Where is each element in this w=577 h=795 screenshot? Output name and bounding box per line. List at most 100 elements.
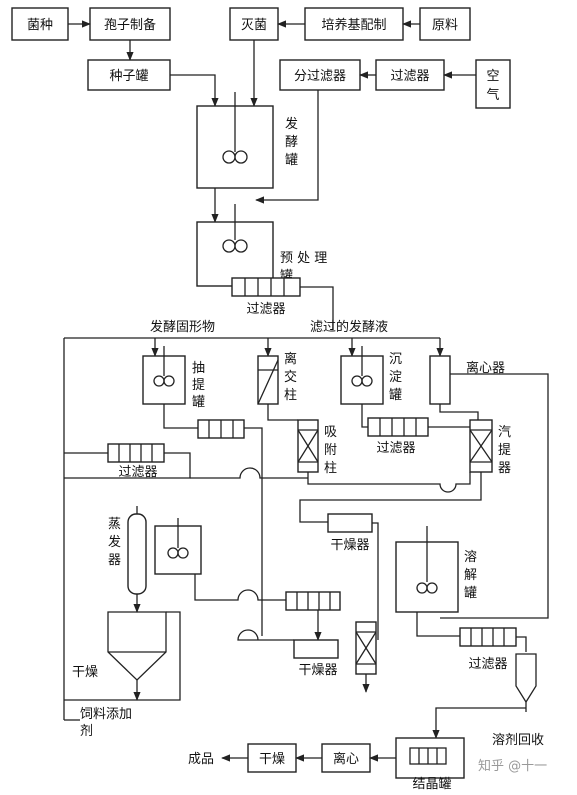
adsorb-label-1: 吸 (324, 425, 337, 440)
crystal-tank-box (395, 737, 465, 779)
precip-label-2: 淀 (389, 370, 402, 385)
arrow-subfilter-pretreat (255, 90, 319, 204)
ads-x2 (297, 429, 319, 463)
dry-final-label: 干燥 (259, 752, 285, 767)
extract-imp-r (163, 375, 175, 387)
line-precip-filter (361, 404, 368, 428)
filter-left-box (107, 443, 165, 463)
adsorb-label-2: 附 (324, 443, 337, 458)
filter-left-label: 过滤器 (118, 465, 157, 480)
ion-label-3: 柱 (284, 388, 297, 403)
centrifuge-final-label: 离心 (333, 751, 359, 767)
watermark: 知乎 @十一 (478, 758, 547, 774)
centrifuge-box (429, 355, 451, 405)
pretreat-filter-label: 过滤器 (246, 302, 285, 317)
dissolve-label-3: 罐 (464, 586, 477, 601)
cl-x2 (355, 631, 377, 665)
sub-filter-label: 分过滤器 (294, 69, 346, 84)
centrifuge-label: 离心器 (466, 360, 505, 376)
evaporator-label-1: 蒸 (108, 517, 121, 532)
solids-label: 发酵固形物 (150, 319, 215, 335)
dissolve-label-1: 溶 (464, 550, 477, 565)
side-imp-r (177, 547, 189, 559)
dissolve-imp-r (426, 582, 438, 594)
filter-low-label: 过滤器 (468, 657, 507, 672)
air-label-2: 气 (486, 87, 499, 103)
air-box (475, 59, 511, 109)
line-dryer-mid-down (372, 522, 379, 640)
fermenter-impeller-r (234, 150, 248, 164)
product-label: 成品 (188, 752, 214, 767)
strain-label: 菌种 (27, 18, 53, 33)
seed-prep-box (89, 7, 171, 41)
line-filterlow-vessel (516, 636, 527, 652)
filter-mid-box (367, 417, 429, 437)
line-ion-adsorb (267, 404, 298, 421)
line-extract-filter (163, 404, 198, 429)
extract-label-2: 提 (192, 377, 205, 393)
dryer-mid-label: 干燥器 (330, 538, 369, 553)
arrow-vessel-crystal (432, 707, 526, 739)
line-filter-down (300, 286, 334, 330)
line-hop-low (237, 629, 294, 641)
filtered-broth-label: 滤过的发酵液 (310, 319, 388, 335)
seed-tank-label: 种子罐 (109, 69, 148, 84)
line-adsorb-stripper (307, 472, 471, 493)
fermenter-label-2: 酵 (285, 135, 298, 150)
raw-label: 原料 (432, 18, 458, 33)
arrow-seedtank-fermenter (170, 74, 219, 107)
sterilize-label: 灭菌 (241, 18, 267, 33)
line-stripper-dryer (299, 472, 482, 523)
solvent-vessel (515, 653, 537, 704)
pretreat-impeller-r (234, 239, 248, 253)
stripper-label-1: 汽 (498, 425, 511, 440)
line-centrifuge-right (440, 373, 549, 619)
dry-left-label: 干燥 (72, 665, 98, 680)
line-small-filter-down (244, 427, 263, 636)
medium-label: 培养基配制 (321, 17, 386, 33)
line-cross-hop (190, 467, 308, 479)
seed-tank-box (87, 59, 171, 91)
solvent-recovery-label: 溶剂回收 (492, 733, 544, 748)
fermenter-label-3: 罐 (285, 153, 298, 168)
pretreat-filter-box (231, 277, 301, 297)
dryer-low-label: 干燥器 (298, 663, 337, 678)
precip-label-3: 罐 (389, 388, 402, 403)
fermenter-label-1: 发 (285, 116, 298, 132)
seed-prep-label: 孢子制备 (104, 17, 156, 33)
extract-label-3: 罐 (192, 395, 205, 410)
extract-label-1: 抽 (192, 361, 205, 376)
adsorb-label-3: 柱 (324, 461, 337, 476)
ion-diag (257, 359, 279, 405)
air-label-1: 空 (486, 69, 499, 84)
dryer-low-box (293, 639, 339, 659)
ion-label-2: 交 (284, 369, 297, 385)
filter-low-box (459, 627, 517, 647)
stripper-label-3: 器 (498, 461, 511, 476)
dry-final-box (247, 743, 297, 773)
line-centrifuge-stripper (439, 404, 479, 420)
crystal-tank-label: 结晶罐 (412, 777, 451, 791)
raw-box (419, 7, 471, 41)
stripper-label-2: 提 (498, 442, 511, 458)
strain-box (11, 7, 69, 41)
precip-imp-r (361, 375, 373, 387)
evaporator-label-2: 发 (108, 534, 121, 550)
evaporator-label-3: 器 (108, 553, 121, 568)
dissolve-label-2: 解 (464, 568, 477, 583)
filter-center-box (285, 591, 341, 611)
dryer-hopper (107, 611, 167, 681)
ion-label-1: 离 (284, 351, 297, 367)
pretreat-label-1: 预 处 理 (280, 251, 327, 266)
feed-additive-label-2: 剂 (80, 724, 93, 739)
str-x2 (469, 429, 493, 463)
feed-additive-label: 饲料添加 (80, 707, 132, 722)
line-filter-left-out (64, 452, 191, 479)
line-side-to-filter (194, 574, 286, 601)
filter-mid-label: 过滤器 (376, 441, 415, 456)
line-bottom-left (64, 611, 181, 701)
dryer-mid-box (327, 513, 373, 533)
filter-top-label: 过滤器 (390, 69, 429, 84)
